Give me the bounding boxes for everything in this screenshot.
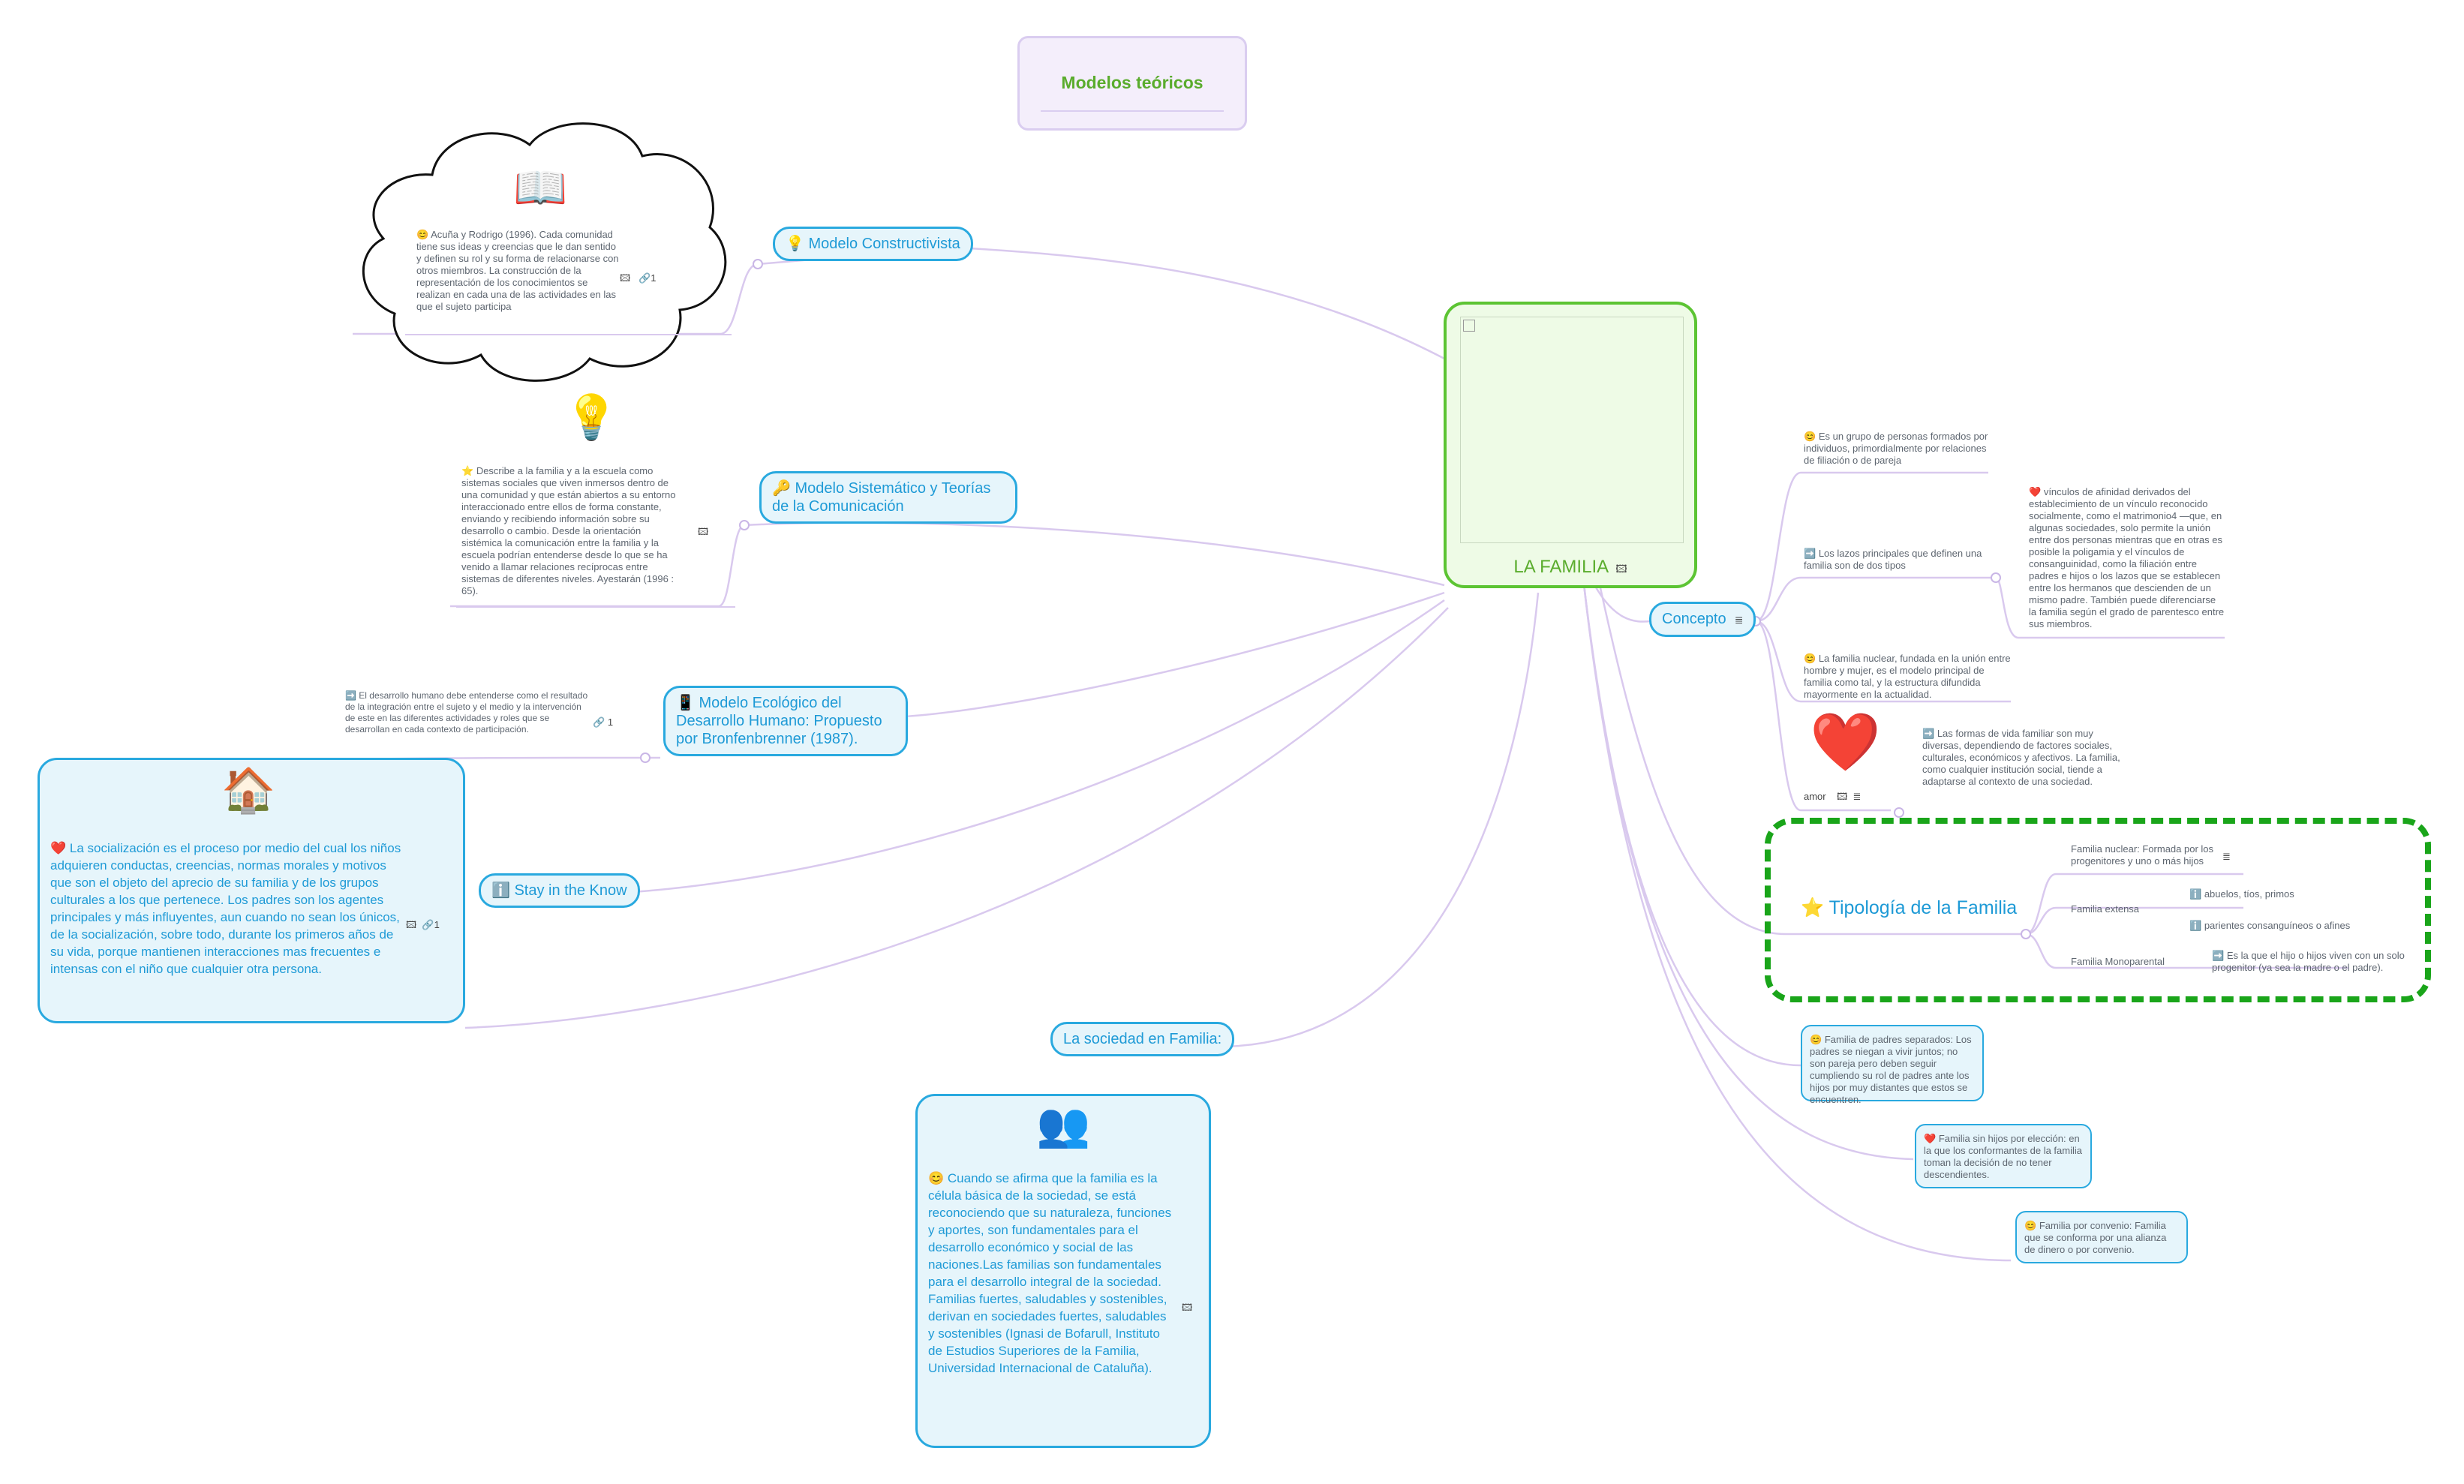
lightbulb-small-icon: 💡 [786,236,809,252]
image-icon[interactable]: 🖾 [1182,1302,1193,1313]
concepto-item-1: 😊 Es un grupo de personas formados por i… [1804,431,1988,466]
key-icon: 🔑 [772,480,795,497]
central-image-placeholder [1460,317,1684,543]
ecologico-note: ➡️ El desarrollo humano debe entenderse … [345,690,588,734]
concepto-item-2: ➡️ Los lazos principales que definen una… [1804,548,1982,571]
socializacion-text: ❤️ La socialización es el proceso por me… [50,841,401,976]
info-icon: ℹ️ [2189,920,2204,931]
book-icon: 📖 [513,164,568,212]
topic-sociedad-en-familia[interactable]: La sociedad en Familia: [1050,1022,1235,1056]
heart-small-icon: ❤️ [1924,1133,1939,1144]
familia-extensa: Familia extensa [2071,903,2140,915]
image-icon[interactable]: 🖾 [698,526,709,537]
star-icon: ⭐ [461,465,476,476]
star-icon: ⭐ [1801,897,1829,918]
image-icon: 🖾 [620,272,631,284]
arrow-icon: ➡️ [1804,548,1819,559]
smile-icon: 😊 [1804,653,1819,664]
info-icon: ℹ️ [2189,888,2204,900]
link-icon: 🔗 [639,272,651,284]
info-icon: ℹ️ [491,882,515,899]
lightbulb-icon: 💡 [564,393,619,442]
constructivista-meta[interactable]: 🖾 🔗1 [620,272,657,284]
card-por-convenio[interactable]: 😊 Familia por convenio: Familia que se c… [2015,1211,2188,1263]
heart-small-icon: ❤️ [50,841,70,855]
amor-note: ➡️ Las formas de vida familiar son muy d… [1922,728,2120,787]
tipologia-boundary[interactable] [1765,818,2431,1002]
topic-modelo-sistematico[interactable]: 🔑 Modelo Sistemático y Teorías de la Com… [759,471,1017,524]
topic-modelo-constructivista[interactable]: 💡 Modelo Constructivista [773,227,973,261]
smile-icon: 😊 [2024,1220,2039,1231]
socializacion-meta[interactable]: 🖾 🔗1 [406,919,440,930]
constructivista-note: 😊 Acuña y Rodrigo (1996). Cada comunidad… [416,229,619,312]
smile-icon: 😊 [1810,1034,1825,1045]
notes-icon: ≣ [1853,791,1862,802]
concepto-item-3: 😊 La familia nuclear, fundada en la unió… [1804,653,2011,700]
collapse-handle[interactable] [1894,807,1904,818]
smile-icon: 😊 [416,229,431,240]
link-icon: 🔗 [422,919,434,930]
image-icon: 🖾 [1612,563,1627,575]
socializacion-box[interactable]: 🏠 ❤️ La socialización es el proceso por … [38,758,465,1023]
cloud-shape [362,122,727,382]
diagram-title-box[interactable]: Modelos teóricos [1017,36,1247,131]
card-padres-separados[interactable]: 😊 Familia de padres separados: Los padre… [1801,1025,1984,1105]
lazos-note: ❤️ vínculos de afinidad derivados del es… [2029,486,2225,629]
central-topic[interactable]: LA FAMILIA 🖾 [1444,302,1697,588]
notes-icon[interactable]: ≣ [2222,851,2231,862]
phone-icon: 📱 [676,695,699,711]
central-broken-image-icon [1463,320,1475,332]
topic-concepto[interactable]: Concepto ≣ [1649,602,1756,637]
arrow-icon: ➡️ [1922,728,1937,739]
amor-label: amor [1804,791,1826,802]
heart-icon: ❤️ [1810,710,1881,774]
ecologico-meta[interactable]: 🔗 1 [593,716,614,728]
notes-icon: ≣ [1734,614,1744,626]
diagram-title: Modelos teóricos [1061,73,1203,92]
monoparental-note: ➡️ Es la que el hijo o hijos viven con u… [2212,950,2405,973]
topic-tipologia[interactable]: ⭐ Tipología de la Familia [1801,897,2018,918]
link-icon: 🔗 [593,716,605,728]
central-label: LA FAMILIA [1513,557,1608,577]
smile-icon: 😊 [928,1171,948,1185]
sociedad-box[interactable]: 👥 😊 Cuando se afirma que la familia es l… [915,1094,1211,1448]
card-sin-hijos[interactable]: ❤️ Familia sin hijos por elección: en la… [1915,1124,2092,1188]
sistematico-note: ⭐ Describe a la familia y a la escuela c… [461,465,676,596]
arrow-icon: ➡️ [2212,950,2227,961]
smile-icon: 😊 [1804,431,1819,442]
amor-row[interactable]: amor 🖾 ≣ [1804,791,1861,803]
topic-modelo-ecologico[interactable]: 📱 Modelo Ecológico del Desarrollo Humano… [663,686,908,756]
extensa-item-2: ℹ️ parientes consanguíneos o afines [2189,920,2351,931]
image-icon: 🖾 [406,919,417,930]
people-icon: 👥 [1036,1101,1091,1149]
arrow-icon: ➡️ [345,690,359,701]
familia-monoparental: Familia Monoparental [2071,956,2165,967]
topic-stay-in-the-know[interactable]: ℹ️ Stay in the Know [479,873,640,908]
image-icon: 🖾 [1837,791,1848,802]
extensa-item-1: ℹ️ abuelos, tíos, primos [2189,888,2294,900]
house-icon: 🏠 [221,766,276,815]
heart-small-icon: ❤️ [2029,486,2044,497]
familia-nuclear: Familia nuclear: Formada por los progeni… [2071,843,2214,867]
sociedad-text: 😊 Cuando se afirma que la familia es la … [928,1171,1172,1375]
